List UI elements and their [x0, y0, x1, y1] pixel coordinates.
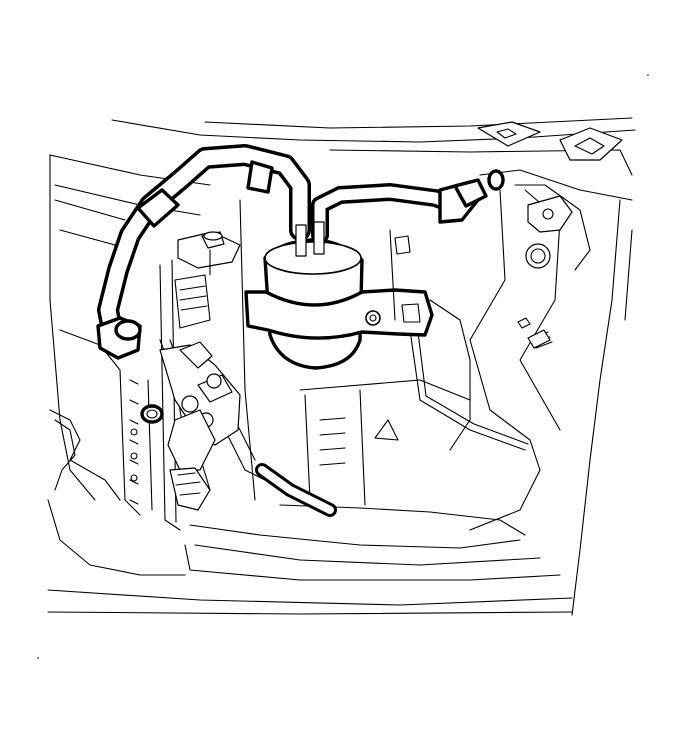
bracket-tab: [401, 303, 421, 323]
grille-detail: [54, 419, 76, 491]
accumulator-top: [264, 241, 362, 275]
hose-sleeve: [136, 188, 180, 228]
apron-lower: [469, 409, 541, 531]
floor-line-3: [359, 389, 366, 506]
radiator-tank-left: [119, 369, 141, 516]
valve-body: [167, 409, 216, 471]
cowl-mount-left-hole: [496, 128, 517, 139]
hood-edge-line: [111, 119, 636, 143]
radiator-support-top-3: [54, 199, 126, 221]
fender-bracket-hole: [542, 208, 554, 220]
cowl-mount-right-hole: [574, 137, 605, 155]
dash-panel-rect: [394, 235, 411, 255]
harness-connector: [174, 274, 211, 329]
condenser-fins: [129, 379, 139, 505]
bumper-bottom: [47, 611, 573, 615]
bumper-face: [47, 589, 573, 606]
brake-line-2: [417, 331, 529, 445]
vehicle-body-structure: [37, 74, 649, 659]
fitting-d: [181, 395, 199, 413]
bumper-curve: [47, 499, 186, 576]
oring: [140, 404, 164, 424]
fitting-c: [206, 373, 222, 389]
harness-connector-detail: [179, 285, 208, 311]
brake-line: [409, 329, 526, 451]
dash-panel-line-2: [389, 229, 396, 321]
apron-lower-2: [429, 299, 471, 451]
inner-fender-edge: [514, 184, 591, 271]
fender-apron: [571, 199, 621, 616]
radiator-tank-right: [147, 379, 153, 511]
fender-apron-2: [624, 229, 633, 321]
fitting-a: [179, 341, 213, 369]
ac-hose-inlet: [96, 144, 311, 360]
fender-grommet-inner: [530, 248, 546, 264]
dash-panel-line: [239, 199, 256, 501]
outlet-fitting-nut: [453, 178, 488, 208]
lower-fitting: [169, 467, 211, 511]
stud-top: [203, 231, 223, 241]
hose-sleeve-2: [246, 160, 274, 194]
floor-grid-a: [319, 417, 346, 466]
valve-detail: [175, 472, 201, 496]
outlet-oring: [487, 169, 505, 191]
strut-tower-left: [469, 189, 506, 411]
accumulator-pipe-a: [295, 224, 307, 257]
accumulator-pipe-b: [313, 221, 325, 255]
lower-rail-2: [194, 544, 541, 566]
radiator-support-lower: [49, 409, 81, 461]
cowl-mount-left: [477, 121, 541, 147]
oring-seal: [140, 404, 164, 424]
radiator-support-left-rail: [49, 154, 96, 501]
cowl-mount-right: [559, 127, 623, 161]
engine-compartment-floor: [299, 379, 471, 401]
bumper-top: [184, 544, 561, 581]
fender-slot: [517, 317, 531, 329]
speck: [647, 74, 649, 76]
fender-bracket: [527, 195, 573, 233]
bracket-bolt-inner: [369, 314, 377, 322]
accumulator: [263, 221, 364, 370]
locator-triangle: [374, 419, 399, 441]
mounting-stud: [177, 231, 241, 276]
grille-detail-2: [69, 459, 121, 501]
hood-edge-line-2: [204, 117, 633, 129]
lower-rail: [189, 524, 521, 549]
fender-bolt: [527, 329, 551, 349]
compressor-fittings: [159, 274, 241, 511]
floor-line-2: [304, 394, 311, 501]
ac-hose-outlet: [311, 169, 505, 244]
bracket-bolt: [365, 310, 381, 326]
bracket-strap: [244, 288, 434, 340]
speck-2: [37, 657, 39, 659]
accumulator-bracket: [244, 288, 434, 340]
cowl-panel-edge: [329, 149, 633, 176]
fender-grommet: [525, 243, 551, 269]
condenser-fitting-nut: [114, 319, 142, 341]
